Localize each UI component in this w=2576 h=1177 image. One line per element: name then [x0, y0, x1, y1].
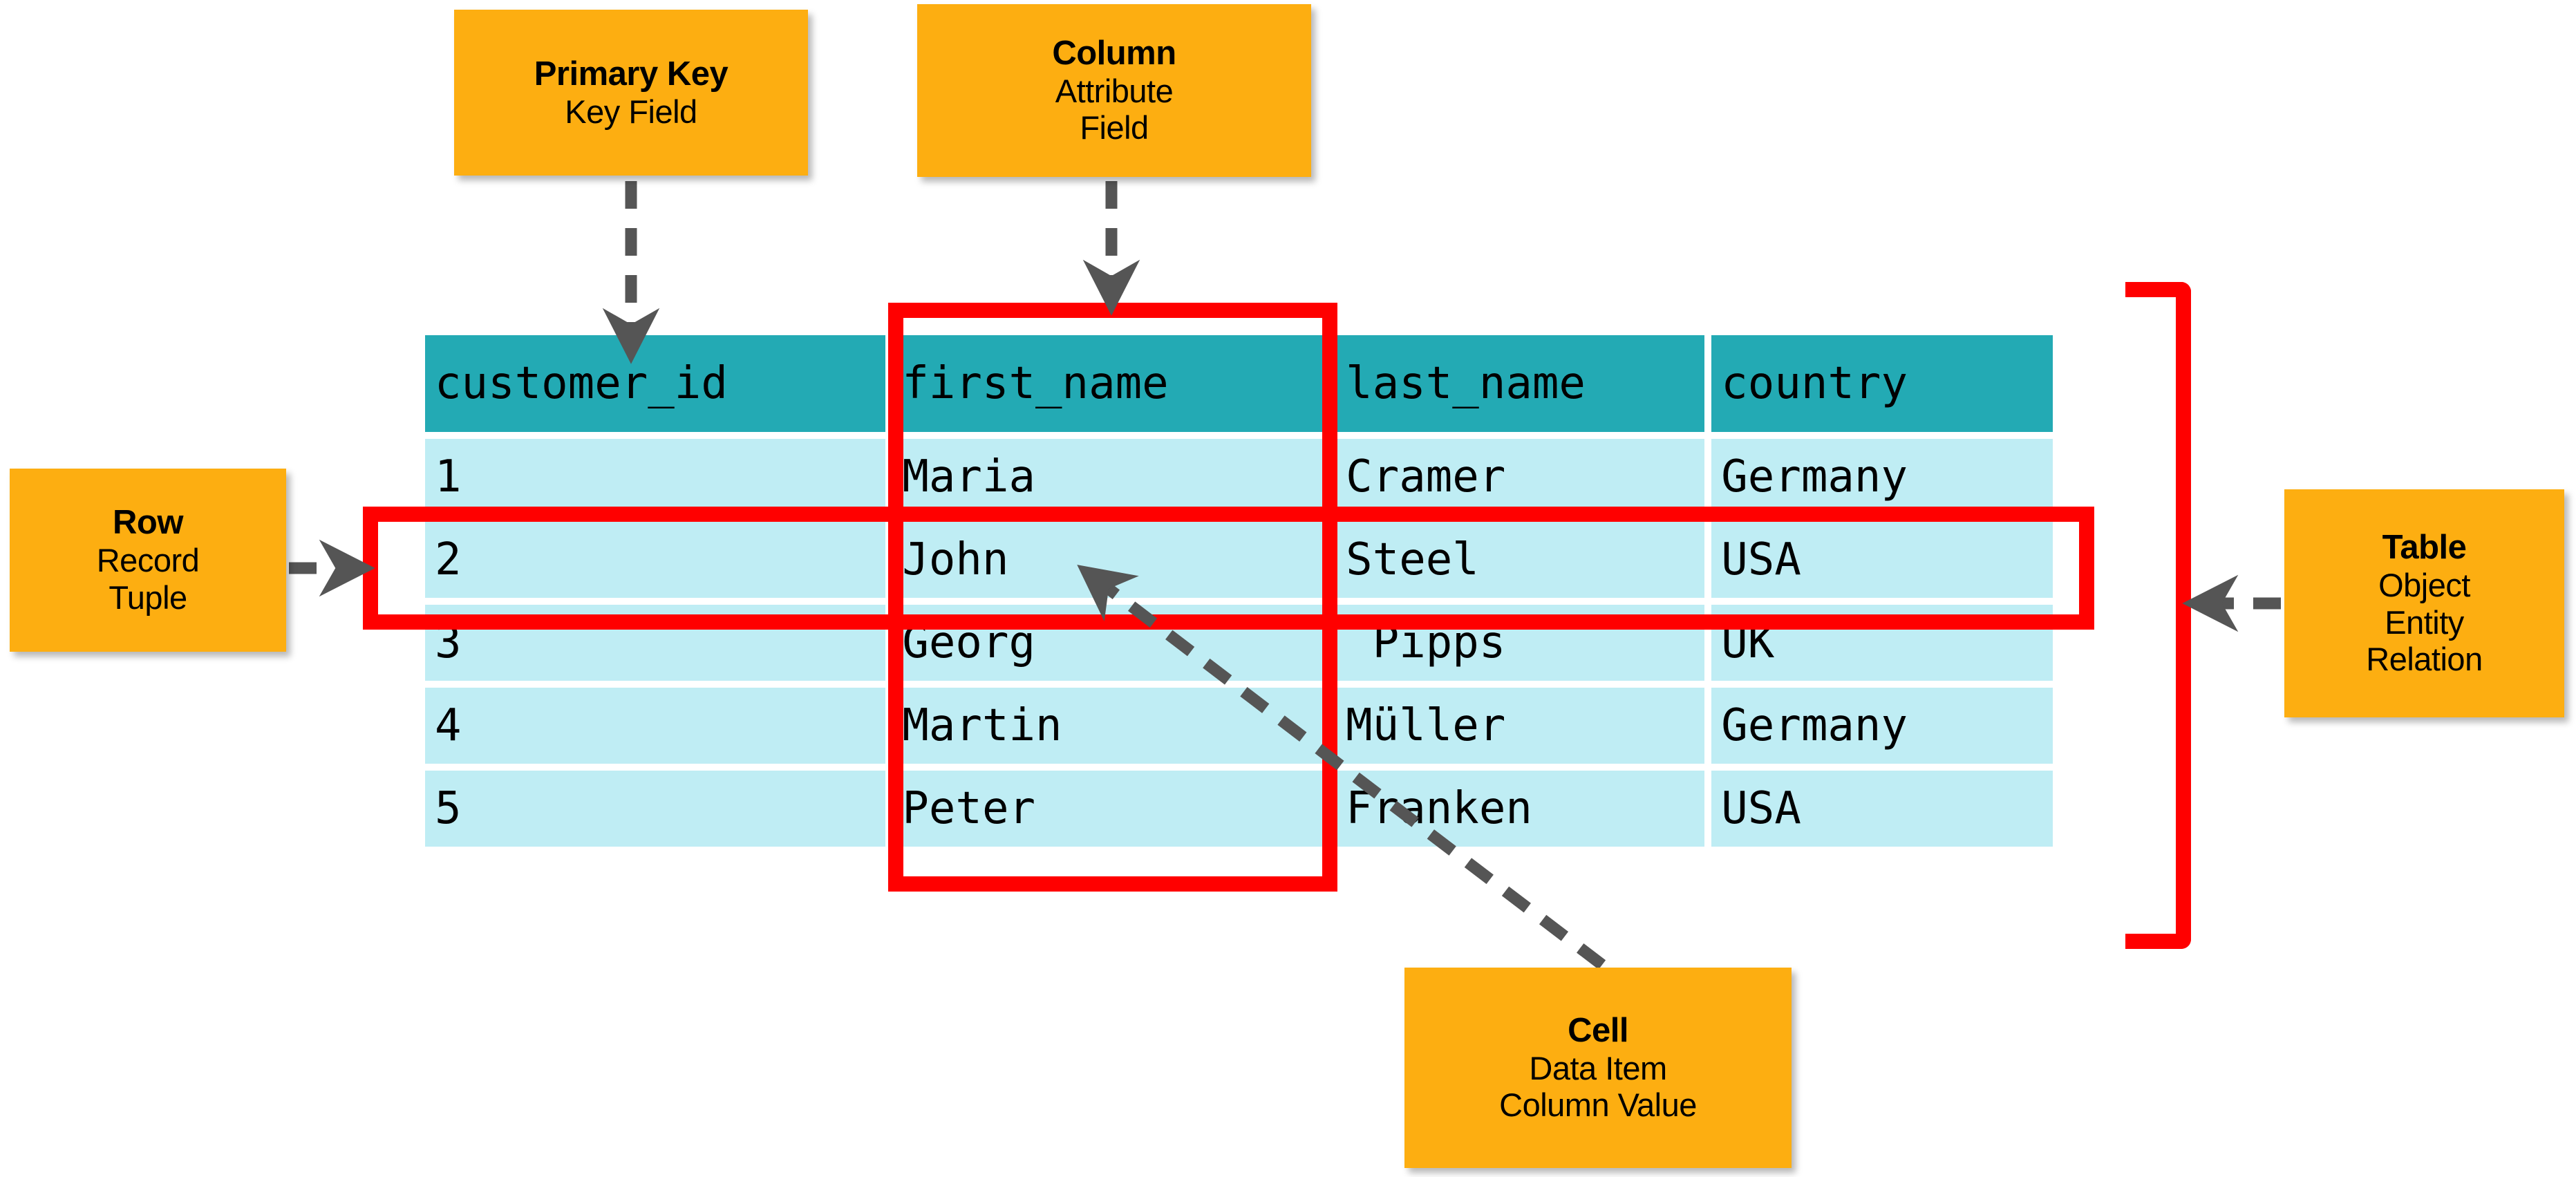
column-divider — [1329, 335, 1337, 432]
row-gap — [425, 515, 2053, 522]
cell-customer-id: 5 — [425, 771, 886, 847]
callout-title: Row — [113, 504, 183, 542]
callout-title: Column — [1052, 34, 1176, 72]
column-divider — [885, 335, 893, 432]
cell-last-name: Steel — [1336, 522, 1705, 598]
callout-title: Primary Key — [534, 55, 728, 93]
column-divider — [1329, 439, 1337, 515]
database-table: customer_id first_name last_name country… — [425, 335, 2053, 847]
column-divider — [1329, 605, 1337, 681]
table-row: 2 John Steel USA — [425, 522, 2053, 598]
callout-line: Key Field — [565, 93, 697, 130]
cell-country: UK — [1711, 605, 2053, 681]
cell-country: Germany — [1711, 439, 2053, 515]
column-divider — [1329, 771, 1337, 847]
callout-line: Attribute — [1055, 72, 1174, 109]
callout-table: Table Object Entity Relation — [2284, 489, 2564, 717]
column-header-last-name: last_name — [1336, 335, 1705, 432]
callout-line: Entity — [2385, 603, 2464, 641]
callout-title: Table — [2382, 529, 2467, 567]
cell-last-name: Franken — [1336, 771, 1705, 847]
callout-line: Field — [1080, 109, 1149, 147]
column-divider — [885, 439, 893, 515]
column-header-country: country — [1711, 335, 2053, 432]
cell-country: Germany — [1711, 688, 2053, 764]
column-divider — [885, 771, 893, 847]
column-divider — [1329, 688, 1337, 764]
column-divider — [1704, 522, 1712, 598]
cell-country: USA — [1711, 771, 2053, 847]
column-header-first-name: first_name — [892, 335, 1330, 432]
cell-first-name: Martin — [892, 688, 1330, 764]
column-divider — [1704, 335, 1712, 432]
table-row: 1 Maria Cramer Germany — [425, 439, 2053, 515]
column-divider — [1704, 439, 1712, 515]
callout-line: Relation — [2366, 641, 2483, 678]
column-divider — [1704, 771, 1712, 847]
row-gap — [425, 764, 2053, 771]
column-divider — [1704, 688, 1712, 764]
cell-first-name: John — [892, 522, 1330, 598]
table-row: 4 Martin Müller Germany — [425, 688, 2053, 764]
cell-customer-id: 1 — [425, 439, 886, 515]
table-row: 3 Georg Pipps UK — [425, 605, 2053, 681]
column-header-customer-id: customer_id — [425, 335, 886, 432]
column-divider — [1329, 522, 1337, 598]
callout-line: Column Value — [1499, 1086, 1697, 1124]
cell-customer-id: 4 — [425, 688, 886, 764]
cell-customer-id: 2 — [425, 522, 886, 598]
column-divider — [1704, 605, 1712, 681]
callout-line: Data Item — [1529, 1049, 1667, 1086]
column-divider — [885, 605, 893, 681]
callout-line: Tuple — [109, 578, 187, 616]
column-divider — [885, 688, 893, 764]
cell-country: USA — [1711, 522, 2053, 598]
callout-row: Row Record Tuple — [10, 469, 286, 652]
callout-title: Cell — [1568, 1011, 1628, 1049]
cell-last-name: Müller — [1336, 688, 1705, 764]
callout-column: Column Attribute Field — [917, 4, 1311, 177]
callout-line: Object — [2378, 567, 2470, 604]
column-divider — [885, 522, 893, 598]
callout-cell: Cell Data Item Column Value — [1404, 968, 1792, 1168]
cell-first-name: Georg — [892, 605, 1330, 681]
cell-first-name: Peter — [892, 771, 1330, 847]
row-gap — [425, 681, 2053, 688]
table-bracket — [2125, 282, 2191, 949]
row-gap — [425, 432, 2053, 439]
cell-last-name: Cramer — [1336, 439, 1705, 515]
cell-customer-id: 3 — [425, 605, 886, 681]
cell-last-name: Pipps — [1336, 605, 1705, 681]
row-gap — [425, 598, 2053, 605]
callout-line: Record — [96, 542, 200, 579]
table-row: 5 Peter Franken USA — [425, 771, 2053, 847]
table-header-row: customer_id first_name last_name country — [425, 335, 2053, 432]
callout-primary-key: Primary Key Key Field — [454, 10, 808, 176]
cell-first-name: Maria — [892, 439, 1330, 515]
